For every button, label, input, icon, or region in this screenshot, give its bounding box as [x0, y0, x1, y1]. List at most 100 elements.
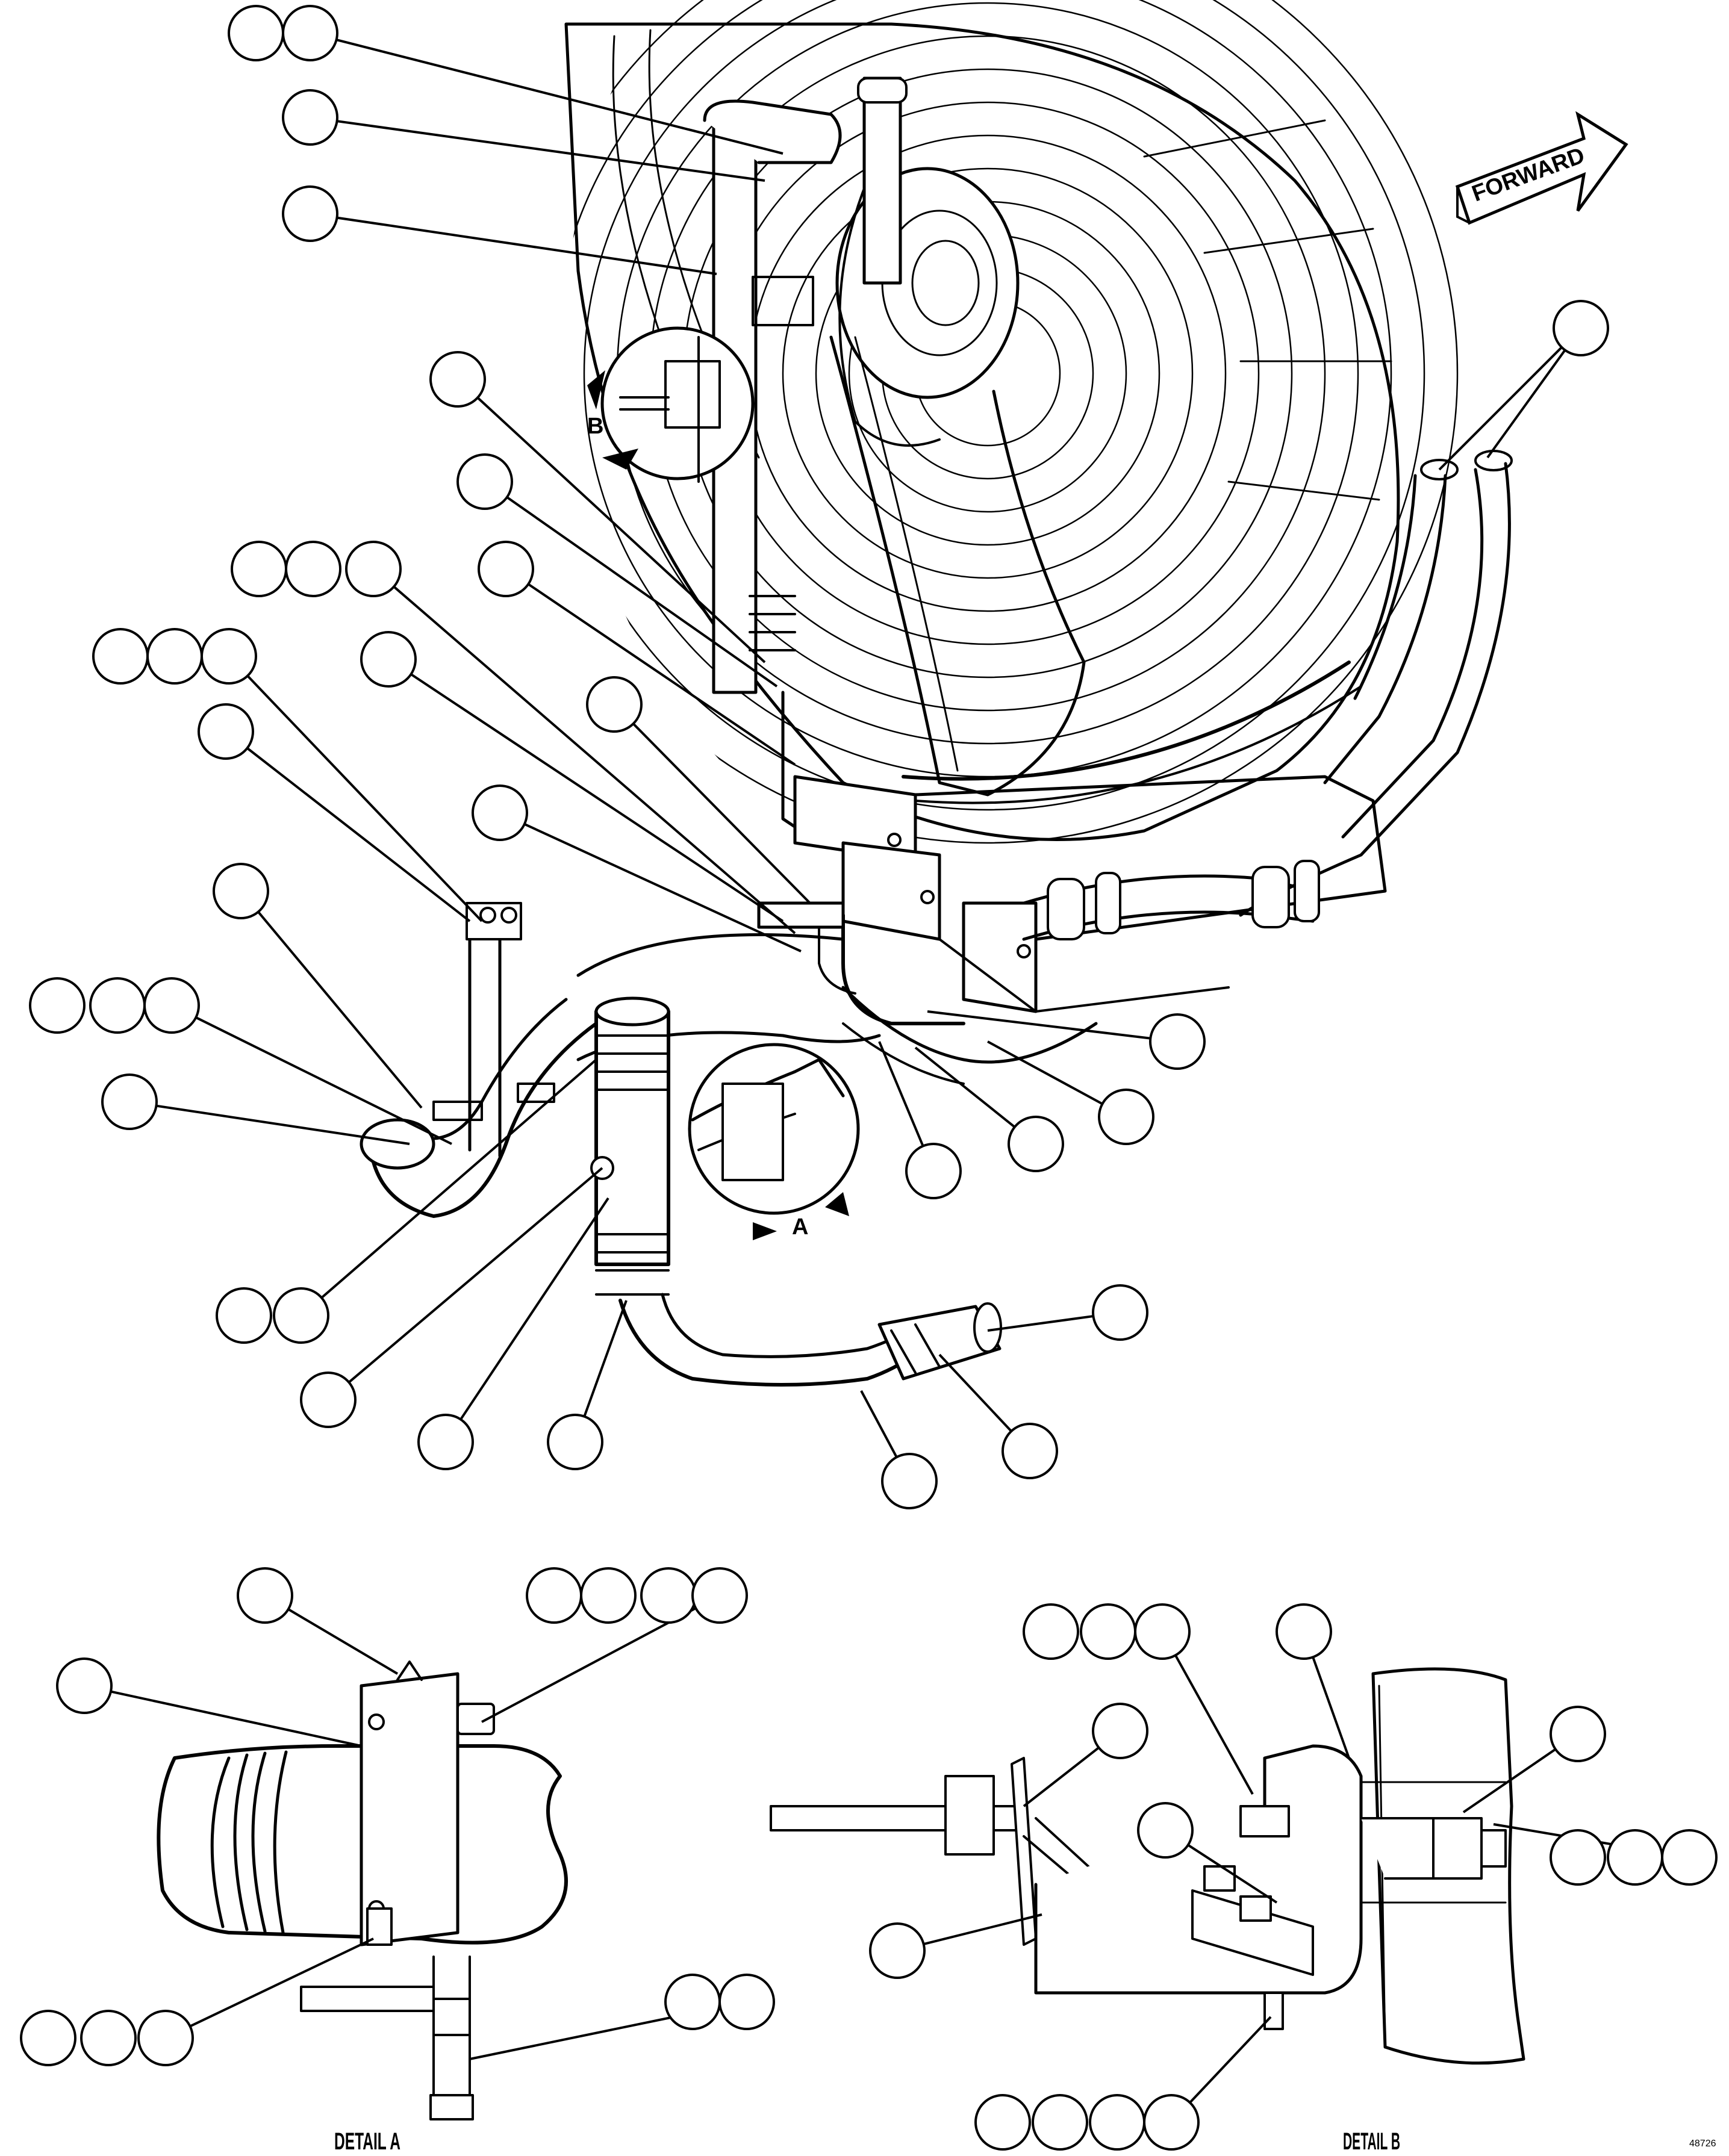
callout-balloon-group	[547, 1300, 628, 1470]
callout-balloon-group	[417, 1197, 609, 1470]
callout-balloon	[1550, 1829, 1606, 1886]
callout-balloon	[143, 977, 200, 1034]
callout-balloon-group	[878, 1041, 962, 1199]
callout-balloon-group	[481, 1567, 748, 1723]
callout-balloon	[718, 1974, 775, 2030]
callout-balloon	[282, 89, 338, 146]
callout-leader-line	[336, 39, 784, 155]
callout-leader-line	[337, 120, 765, 182]
callout-balloon	[1661, 1829, 1718, 1886]
callout-leader-line	[460, 1197, 609, 1420]
callout-balloon	[56, 1657, 113, 1714]
callout-balloon	[1276, 1603, 1332, 1660]
callout-leader-line	[506, 496, 778, 688]
callout-balloon	[1008, 1116, 1064, 1172]
callout-leader-line	[476, 397, 766, 663]
callout-balloon	[345, 541, 402, 597]
callout-balloon-group	[216, 1058, 597, 1344]
view-a-label: A	[792, 1214, 808, 1240]
callout-balloon	[20, 2010, 76, 2066]
callout-balloon	[1032, 2094, 1088, 2151]
callout-leader-line	[246, 675, 483, 922]
callout-balloon	[664, 1974, 721, 2030]
callout-leader-line	[1462, 1748, 1556, 1813]
callout-balloon-group	[1276, 1603, 1350, 1759]
view-b-inset	[600, 326, 755, 483]
callout-balloon-group	[429, 351, 766, 663]
callout-balloon-group	[1462, 1706, 1606, 1813]
callout-leader-line	[524, 822, 802, 952]
callout-leader-line	[632, 722, 811, 904]
callout-balloon-group	[472, 784, 802, 952]
callout-leader-line	[189, 1937, 374, 2028]
callout-balloon	[1092, 1284, 1148, 1341]
callout-balloon	[526, 1567, 582, 1624]
upper-coolant-tube	[703, 76, 908, 845]
callout-balloon	[1092, 1703, 1148, 1759]
callout-balloon-group	[20, 1937, 374, 2066]
lower-bracket-frame	[793, 775, 1387, 1013]
callout-balloon	[1134, 1603, 1191, 1660]
callout-balloon	[198, 703, 254, 760]
callout-balloon	[456, 453, 513, 510]
callout-leader-line	[1174, 1654, 1254, 1795]
callout-balloon	[1089, 2094, 1145, 2151]
callout-balloon-group	[231, 541, 796, 934]
callout-balloon-group	[1493, 1823, 1718, 1886]
callout-balloon	[137, 2010, 194, 2066]
callout-balloon-group	[1023, 1603, 1254, 1795]
callout-balloon	[213, 863, 269, 919]
callout-leader-line	[528, 583, 796, 766]
detail-b-title: DETAIL B	[1343, 2128, 1400, 2155]
callout-balloon	[429, 351, 486, 408]
callout-leader-line	[257, 911, 423, 1109]
detail-a-drawing	[157, 1660, 568, 2120]
callout-balloon	[89, 977, 146, 1034]
callout-balloon-group	[101, 1073, 410, 1145]
callout-leader-line	[320, 1058, 597, 1299]
callout-balloon-group	[456, 453, 778, 688]
callout-balloon-group	[360, 631, 784, 922]
callout-balloon-group	[860, 1390, 938, 1509]
callout-balloon	[29, 977, 86, 1034]
callout-balloon-group	[1137, 1802, 1278, 1904]
callout-balloon	[478, 541, 534, 597]
callout-balloon-group	[282, 89, 765, 182]
callout-balloon	[300, 1372, 357, 1428]
callout-balloon	[360, 631, 417, 688]
bottom-elbow-hose	[618, 1293, 1002, 1387]
callout-balloon	[80, 2010, 137, 2066]
callout-leader-line	[1438, 346, 1563, 471]
callout-leader-line	[914, 1046, 1016, 1128]
callout-balloon-group	[92, 628, 483, 922]
callout-balloon-group	[927, 1010, 1206, 1070]
callout-balloon	[640, 1567, 697, 1624]
callout-leader-line	[1486, 349, 1566, 459]
callout-balloon-group	[469, 1974, 775, 2060]
detail-a-title: DETAIL A	[334, 2128, 400, 2155]
callout-leader-line	[156, 1104, 410, 1145]
callout-balloon	[285, 541, 341, 597]
callout-balloon	[869, 1922, 926, 1979]
figure-code: 48726	[1689, 2139, 1716, 2149]
callout-leader-line	[860, 1390, 898, 1458]
callout-balloon	[201, 628, 257, 685]
callout-leader-line	[287, 1608, 399, 1675]
callout-leader-line	[938, 1353, 1012, 1432]
callout-leader-line	[410, 673, 784, 922]
callout-balloon	[146, 628, 203, 685]
callout-balloon	[691, 1567, 748, 1624]
callout-leader-line	[987, 1315, 1094, 1332]
callout-leader-line	[337, 216, 717, 275]
detail-b-drawing	[770, 1667, 1525, 2065]
callout-balloon	[1550, 1706, 1606, 1762]
callout-balloon	[547, 1414, 603, 1470]
callout-balloon	[586, 676, 643, 733]
callout-balloon	[101, 1073, 158, 1130]
callout-balloon	[881, 1453, 938, 1509]
callout-leader-line	[987, 1040, 1103, 1105]
right-hoses	[1239, 450, 1513, 917]
callout-balloon	[282, 185, 338, 242]
callout-leader-line	[927, 1010, 1151, 1040]
